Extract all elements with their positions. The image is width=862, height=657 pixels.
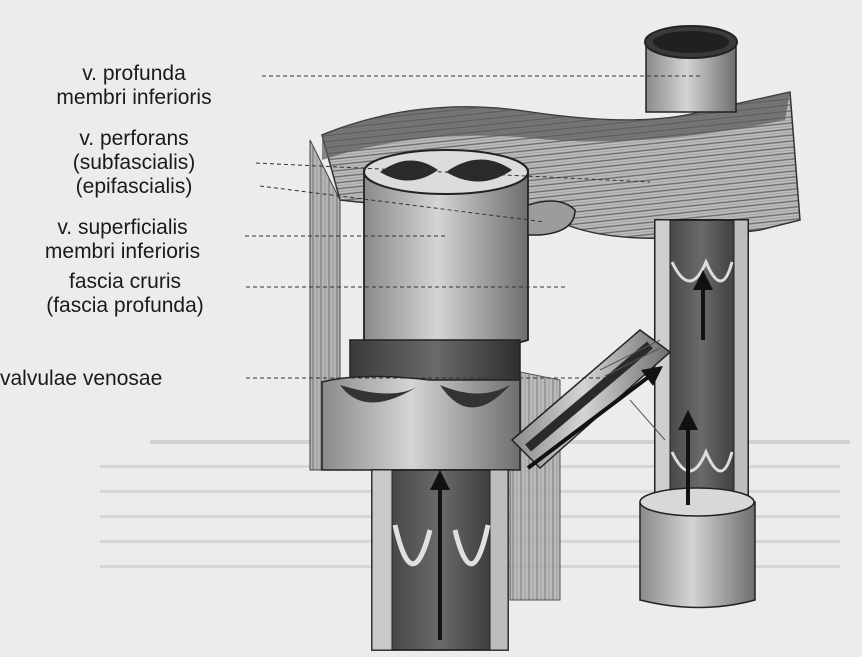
label-v-superficialis: v. superficialis membri inferioris bbox=[0, 216, 245, 264]
label-v-superficialis-line2: membri inferioris bbox=[0, 240, 245, 264]
label-v-perforans-line3: (epifascialis) bbox=[20, 175, 248, 199]
label-v-perforans-line2: (subfascialis) bbox=[20, 151, 248, 175]
label-v-profunda-line1: v. profunda bbox=[10, 62, 258, 86]
label-valvulae-venosae-line1: valvulae venosae bbox=[0, 367, 240, 391]
label-v-profunda: v. profunda membri inferioris bbox=[10, 62, 258, 110]
label-fascia-cruris: fascia cruris (fascia profunda) bbox=[5, 270, 245, 318]
label-v-superficialis-line1: v. superficialis bbox=[0, 216, 245, 240]
label-fascia-cruris-line2: (fascia profunda) bbox=[5, 294, 245, 318]
label-v-perforans: v. perforans (subfascialis) (epifasciali… bbox=[20, 127, 248, 199]
label-v-profunda-line2: membri inferioris bbox=[10, 86, 258, 110]
label-valvulae-venosae: valvulae venosae bbox=[0, 367, 240, 391]
label-fascia-cruris-line1: fascia cruris bbox=[5, 270, 245, 294]
label-v-perforans-line1: v. perforans bbox=[20, 127, 248, 151]
